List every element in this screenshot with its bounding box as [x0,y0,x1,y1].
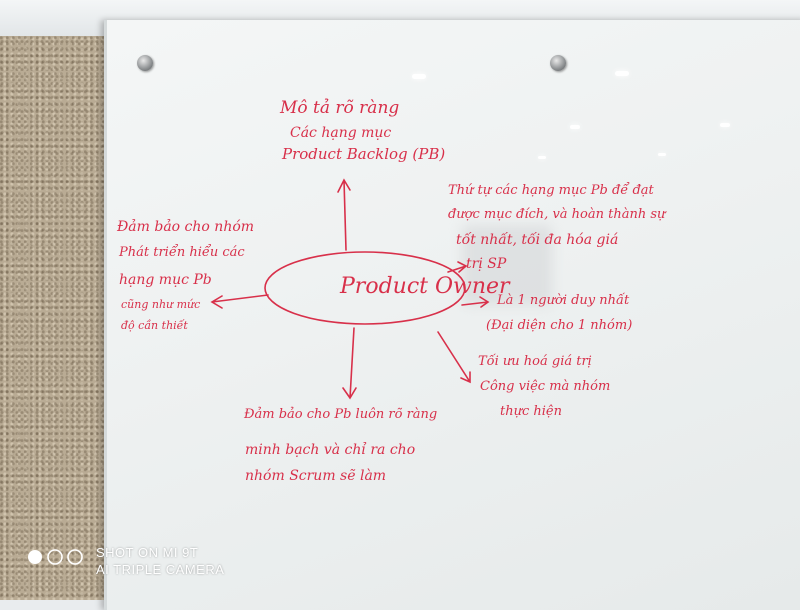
top-right-note-line-4: trị SP [466,256,507,272]
top-note-line-2: Các hạng mục [290,125,392,141]
camera-lens-icon [28,549,83,565]
arrow-down [342,327,357,400]
ceiling-light-reflection [412,74,426,79]
top-note-line-1: Mô tả rõ ràng [280,98,400,118]
whiteboard [104,20,800,610]
right-note-line-2: (Đại diện cho 1 nhóm) [486,318,633,333]
top-note-line-3: Product Backlog (PB) [282,145,446,163]
left-note-line-4: cũng như mức [121,298,201,311]
ceiling-light-reflection [720,123,730,127]
left-note-line-5: độ cần thiết [121,319,188,332]
left-note-line-1: Đảm bảo cho nhóm [117,219,255,235]
arrow-left [210,294,269,309]
board-mount-right [550,55,566,71]
bottom-note-line-2: minh bạch và chỉ ra cho [245,442,416,458]
board-mount-left [137,55,153,71]
bottom-right-note-line-1: Tối ưu hoá giá trị [478,354,592,369]
center-ellipse [264,251,466,325]
arrow-up [337,178,351,251]
arrow-bottom-right [437,331,471,384]
bottom-note-line-3: nhóm Scrum sẽ làm [245,468,387,484]
ceiling-light-reflection [570,125,580,129]
top-right-note-line-2: được mục đích, và hoàn thành sự [448,207,666,222]
bottom-right-note-line-2: Công việc mà nhóm [480,379,611,394]
right-note-line-1: Là 1 người duy nhất [497,293,630,308]
left-note-line-3: hạng mục Pb [119,272,212,288]
ceiling-light-reflection [538,156,546,159]
top-right-note-line-1: Thứ tự các hạng mục Pb để đạt [448,183,654,198]
left-note-line-2: Phát triển hiểu các [119,245,245,260]
top-right-note-line-3: tốt nhất, tối đa hóa giá [456,232,619,248]
ceiling-light-reflection [615,71,629,76]
bottom-right-note-line-3: thực hiện [500,404,562,419]
bottom-note-line-1: Đảm bảo cho Pb luôn rõ ràng [244,407,438,422]
center-label: Product Owner [340,274,510,299]
cork-wall-panel [0,36,112,600]
ceiling-light-reflection [658,153,666,156]
watermark-line-2: AI TRIPLE CAMERA [96,562,225,577]
window-reflection [462,225,552,305]
arrow-right [461,296,490,308]
watermark-line-1: SHOT ON MI 9T [96,545,199,560]
arrow-top-right [447,261,468,273]
